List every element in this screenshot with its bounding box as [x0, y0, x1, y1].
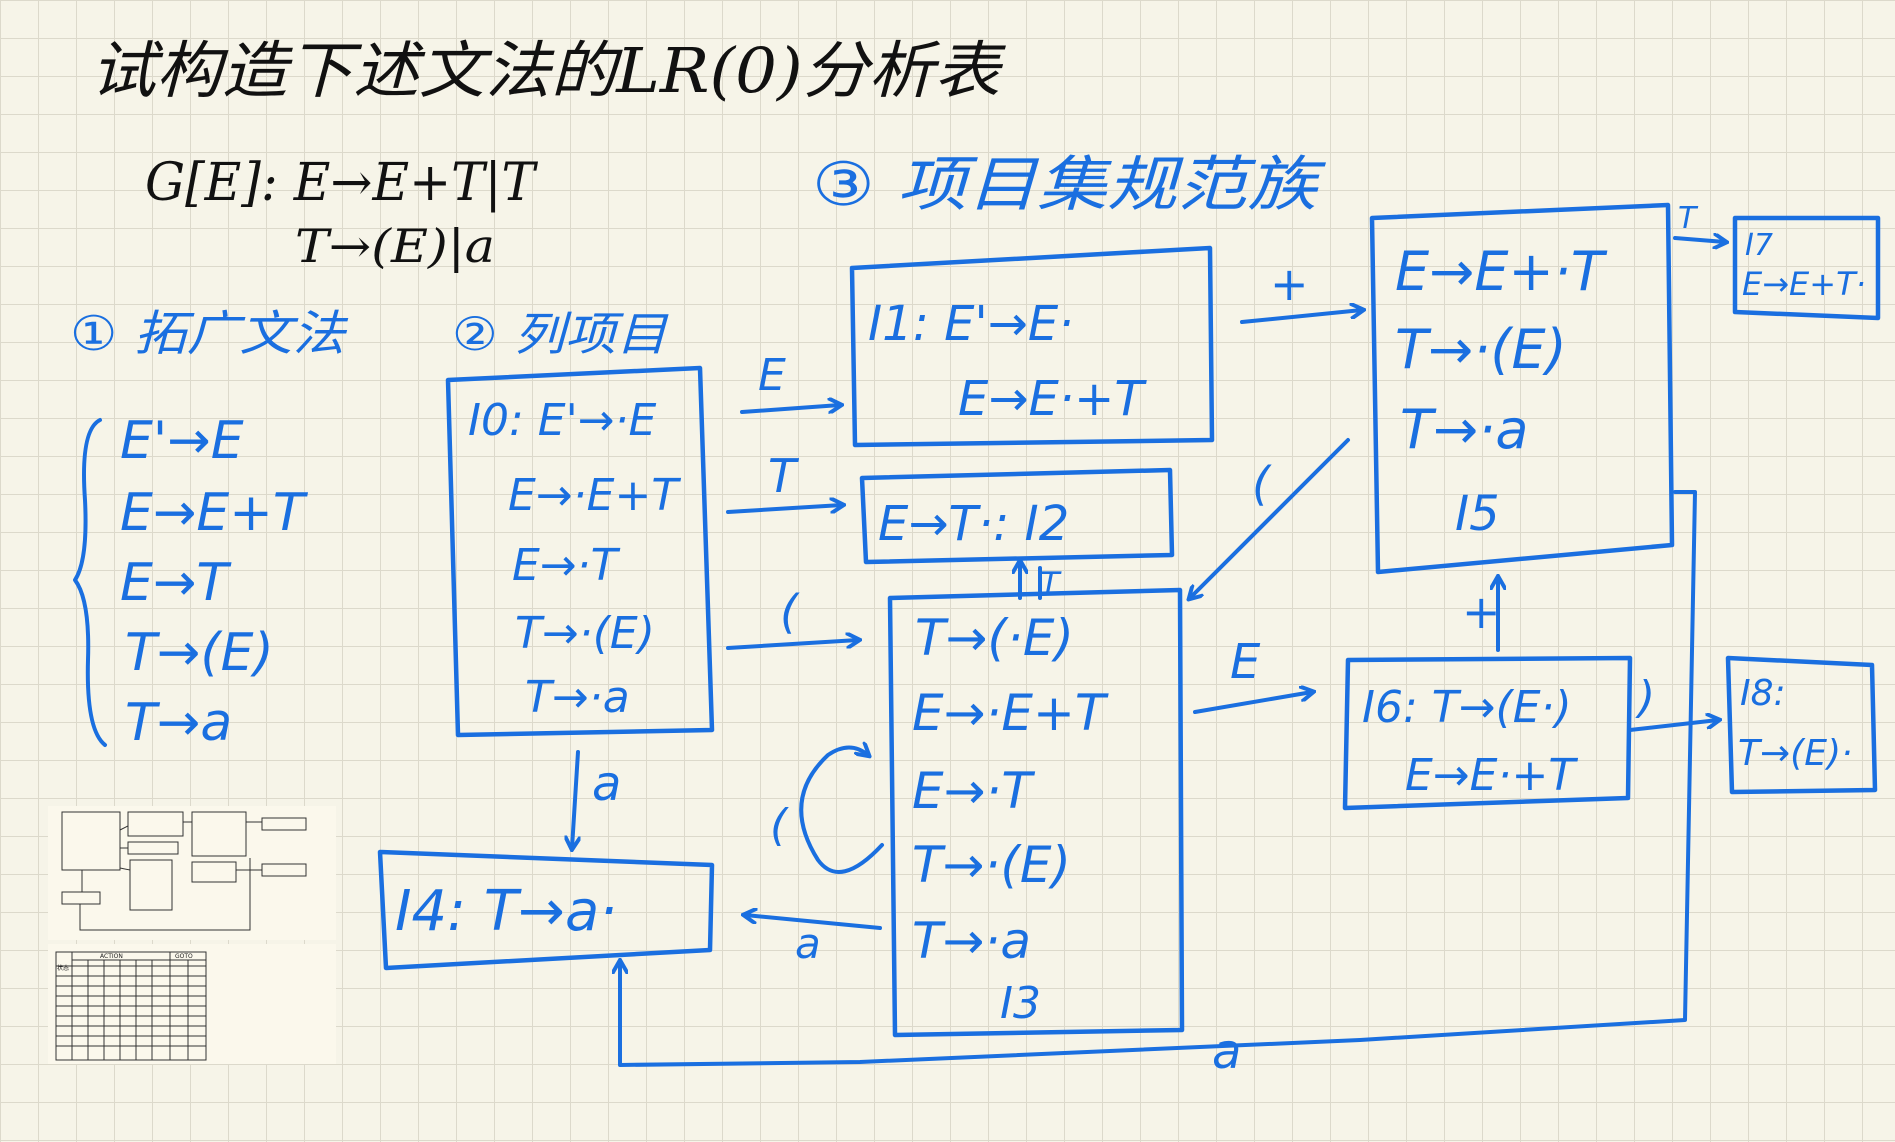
state-I7-line-1: I7 — [1745, 228, 1773, 263]
transition-label-I3-I6: E — [1230, 634, 1261, 690]
grammar-line-1: G[E]: E→E+T|T — [145, 153, 538, 213]
production-5: T→a — [125, 693, 232, 753]
transition-I0-I3: ( — [728, 585, 858, 648]
transition-I5-I7: T — [1675, 201, 1725, 242]
transition-I0-I2: T — [728, 449, 842, 512]
state-I4-line-1: I4: T→a· — [395, 879, 617, 944]
transition-I5-I3: ( — [1190, 440, 1348, 598]
transition-label-I5-I4: a — [1212, 1024, 1241, 1080]
thumbnail-action-label: ACTION — [100, 953, 123, 960]
state-I6-line-1: I6: T→(E·) — [1362, 682, 1572, 733]
state-I3-line-3: E→·T — [912, 762, 1035, 820]
state-I3: T→(·E) E→·E+T E→·T T→·(E) T→·a I3 — [890, 590, 1182, 1035]
state-I5-line-2: T→·(E) — [1395, 318, 1567, 381]
state-I2-line-1: E→T·: I2 — [878, 496, 1069, 552]
transition-I3-I2: T — [1020, 562, 1062, 603]
transition-label-I5-I3: ( — [1252, 457, 1272, 511]
state-I7-line-2: E→E+T· — [1742, 265, 1866, 303]
state-I8: I8: T→(E)· — [1728, 658, 1875, 792]
transition-I6-I8: ) — [1630, 672, 1718, 730]
transition-I3-I6: E — [1195, 634, 1312, 712]
thumbnail-table: 状态 ACTION GOTO — [48, 944, 336, 1064]
transition-I0-I4: a — [572, 752, 621, 848]
transition-label-I0-I2: T — [768, 449, 800, 503]
production-1: E'→E — [120, 411, 244, 471]
state-I2: E→T·: I2 — [862, 470, 1172, 562]
state-I0-line-1: I0: E'→·E — [468, 395, 657, 446]
transition-label-I1-I5: + — [1270, 257, 1309, 311]
transition-label-I0-I3: ( — [780, 585, 800, 639]
state-I0-line-4: T→·(E) — [515, 608, 655, 659]
transition-label-I3-I4: a — [795, 919, 821, 968]
section-3-label: ③ 项目集规范族 — [812, 150, 1326, 220]
production-2: E→E+T — [120, 483, 309, 543]
state-I3-line-2: E→·E+T — [912, 684, 1109, 742]
transition-label-I6-I8: ) — [1635, 672, 1655, 723]
state-I8-line-1: I8: — [1740, 673, 1786, 714]
transition-I1-I5: + — [1242, 257, 1362, 322]
thumbnail-diagram — [48, 806, 336, 940]
state-I5: E→E+·T T→·(E) T→·a I5 — [1372, 205, 1672, 572]
transition-label-I3-I3: ( — [770, 800, 789, 851]
production-4: T→(E) — [125, 623, 274, 683]
transition-label-I6-I5: + — [1462, 585, 1501, 639]
state-I3-line-1: T→(·E) — [915, 609, 1074, 667]
state-I5-line-3: T→·a — [1400, 398, 1529, 461]
state-I0-line-2: E→·E+T — [508, 470, 681, 521]
transition-label-I5-I7: T — [1678, 201, 1699, 236]
production-3: E→T — [120, 553, 232, 613]
state-I7: I7 E→E+T· — [1735, 218, 1878, 318]
section-1-label: ① 拓广文法 — [70, 306, 349, 362]
state-I5-line-1: E→E+·T — [1395, 240, 1608, 303]
state-I6-line-2: E→E·+T — [1405, 750, 1578, 801]
transition-label-I0-I1: E — [758, 350, 786, 401]
transition-I3-I3-loop: ( — [770, 748, 882, 873]
thumbnail-goto-label: GOTO — [175, 953, 193, 960]
thumbnail-state-label: 状态 — [57, 964, 69, 972]
state-I0-line-5: T→·a — [525, 672, 630, 723]
state-I8-line-2: T→(E)· — [1738, 733, 1852, 774]
state-I3-line-4: T→·(E) — [912, 836, 1071, 894]
section-2-label: ② 列项目 — [452, 307, 669, 361]
transition-I6-I5: + — [1462, 578, 1501, 650]
state-I1-line-2: E→E·+T — [958, 371, 1147, 427]
transition-I3-I4: a — [745, 915, 880, 968]
brace — [75, 420, 105, 745]
transition-label-I0-I4: a — [592, 756, 621, 812]
state-I3-line-5: T→·a — [912, 912, 1031, 970]
state-I3-line-6: I3 — [1000, 978, 1041, 1029]
state-I4: I4: T→a· — [380, 852, 712, 968]
state-I1-line-1: I1: E'→E· — [868, 296, 1073, 352]
state-I0-line-3: E→·T — [512, 540, 621, 591]
transition-I0-I1: E — [742, 350, 840, 412]
state-I5-line-4: I5 — [1455, 486, 1500, 542]
state-I6: I6: T→(E·) E→E·+T — [1345, 658, 1630, 808]
state-I1: I1: E'→E· E→E·+T — [852, 248, 1212, 445]
transition-label-I3-I2: T — [1040, 565, 1062, 603]
page-title: 试构造下述文法的LR(0)分析表 — [90, 34, 1006, 107]
grammar-line-2: T→(E)|a — [295, 219, 495, 273]
state-I0: I0: E'→·E E→·E+T E→·T T→·(E) T→·a — [448, 368, 712, 735]
